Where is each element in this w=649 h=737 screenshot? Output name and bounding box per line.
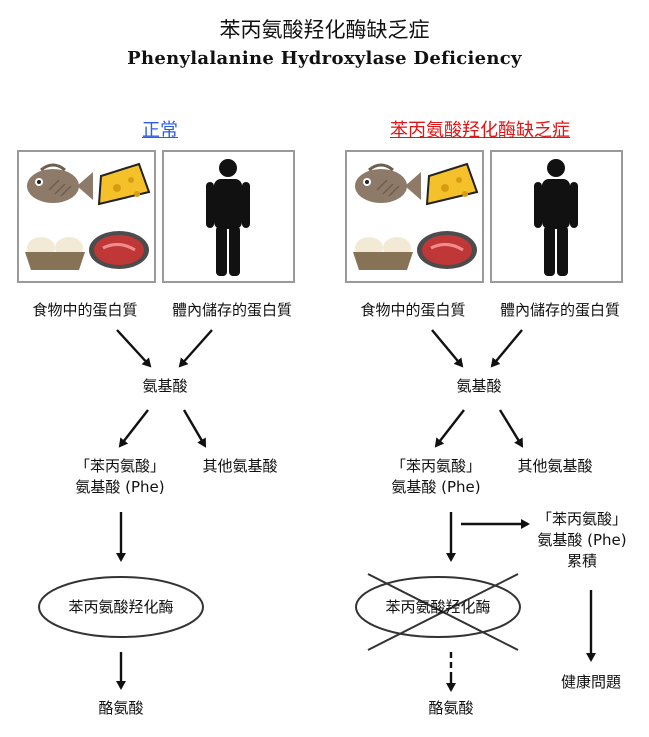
- pku-enzyme-label: 苯丙氨酸羟化酶: [385, 598, 491, 616]
- pku-accum-label-1: 「苯丙氨酸」: [536, 510, 627, 528]
- pku-tyrosine-label: 酪氨酸: [428, 699, 474, 717]
- steak-icon: [417, 231, 477, 269]
- arrow-food-to-amino: [116, 329, 152, 368]
- arrow-amino-to-other: [498, 409, 524, 448]
- normal-food-panel: [17, 150, 156, 283]
- pku-body-panel: [490, 150, 623, 283]
- cross-line-2: [367, 573, 519, 651]
- pku-phe-label-2: 氨基酸 (Phe): [391, 478, 481, 496]
- arrow-body-to-amino: [178, 329, 213, 368]
- pku-health-problems-label: 健康問題: [560, 673, 621, 691]
- steak-icon: [89, 231, 149, 269]
- pku-accum-label-3: 累積: [566, 552, 597, 570]
- eggs-icon: [25, 237, 85, 270]
- pku-heading: 苯丙氨酸羟化酶缺乏症: [390, 120, 570, 141]
- pku-amino-acids-label: 氨基酸: [456, 377, 502, 395]
- arrow-amino-to-phe: [434, 409, 465, 448]
- normal-enzyme-label: 苯丙氨酸羟化酶: [68, 598, 174, 616]
- arrow-amino-to-other: [182, 409, 207, 448]
- pku-accum-label-2: 氨基酸 (Phe): [537, 531, 627, 549]
- arrow-body-to-amino: [490, 329, 523, 368]
- pku-enzyme-ellipse: [355, 576, 521, 638]
- title-english: Phenylalanine Hydroxylase Deficiency: [127, 48, 522, 69]
- normal-phe-label-1: 「苯丙氨酸」: [74, 457, 165, 475]
- arrow-food-to-amino: [431, 329, 464, 368]
- title-chinese: 苯丙氨酸羟化酶缺乏症: [219, 18, 430, 42]
- pku-food-panel: [345, 150, 484, 283]
- fish-icon: [355, 163, 421, 203]
- normal-body-protein-label: 體內儲存的蛋白質: [171, 301, 292, 319]
- normal-other-amino-label: 其他氨基酸: [202, 457, 278, 475]
- cheese-icon: [425, 162, 479, 206]
- normal-phe-label-2: 氨基酸 (Phe): [75, 478, 165, 496]
- normal-enzyme-ellipse: [38, 576, 204, 638]
- normal-tyrosine-label: 酪氨酸: [98, 699, 144, 717]
- normal-food-protein-label: 食物中的蛋白質: [32, 301, 138, 319]
- pku-other-amino-label: 其他氨基酸: [517, 457, 593, 475]
- normal-body-panel: [162, 150, 295, 283]
- cheese-icon: [97, 162, 151, 206]
- pku-body-protein-label: 體內儲存的蛋白質: [499, 301, 620, 319]
- pku-phe-label-1: 「苯丙氨酸」: [390, 457, 481, 475]
- pku-food-protein-label: 食物中的蛋白質: [360, 301, 466, 319]
- human-silhouette-icon: [206, 159, 250, 276]
- human-silhouette-icon: [534, 159, 578, 276]
- eggs-icon: [353, 237, 413, 270]
- food-illustration: [25, 162, 151, 270]
- food-illustration: [353, 162, 479, 270]
- normal-heading: 正常: [142, 120, 178, 141]
- normal-amino-acids-label: 氨基酸: [142, 377, 188, 395]
- fish-icon: [27, 163, 93, 203]
- arrow-amino-to-phe: [118, 409, 149, 448]
